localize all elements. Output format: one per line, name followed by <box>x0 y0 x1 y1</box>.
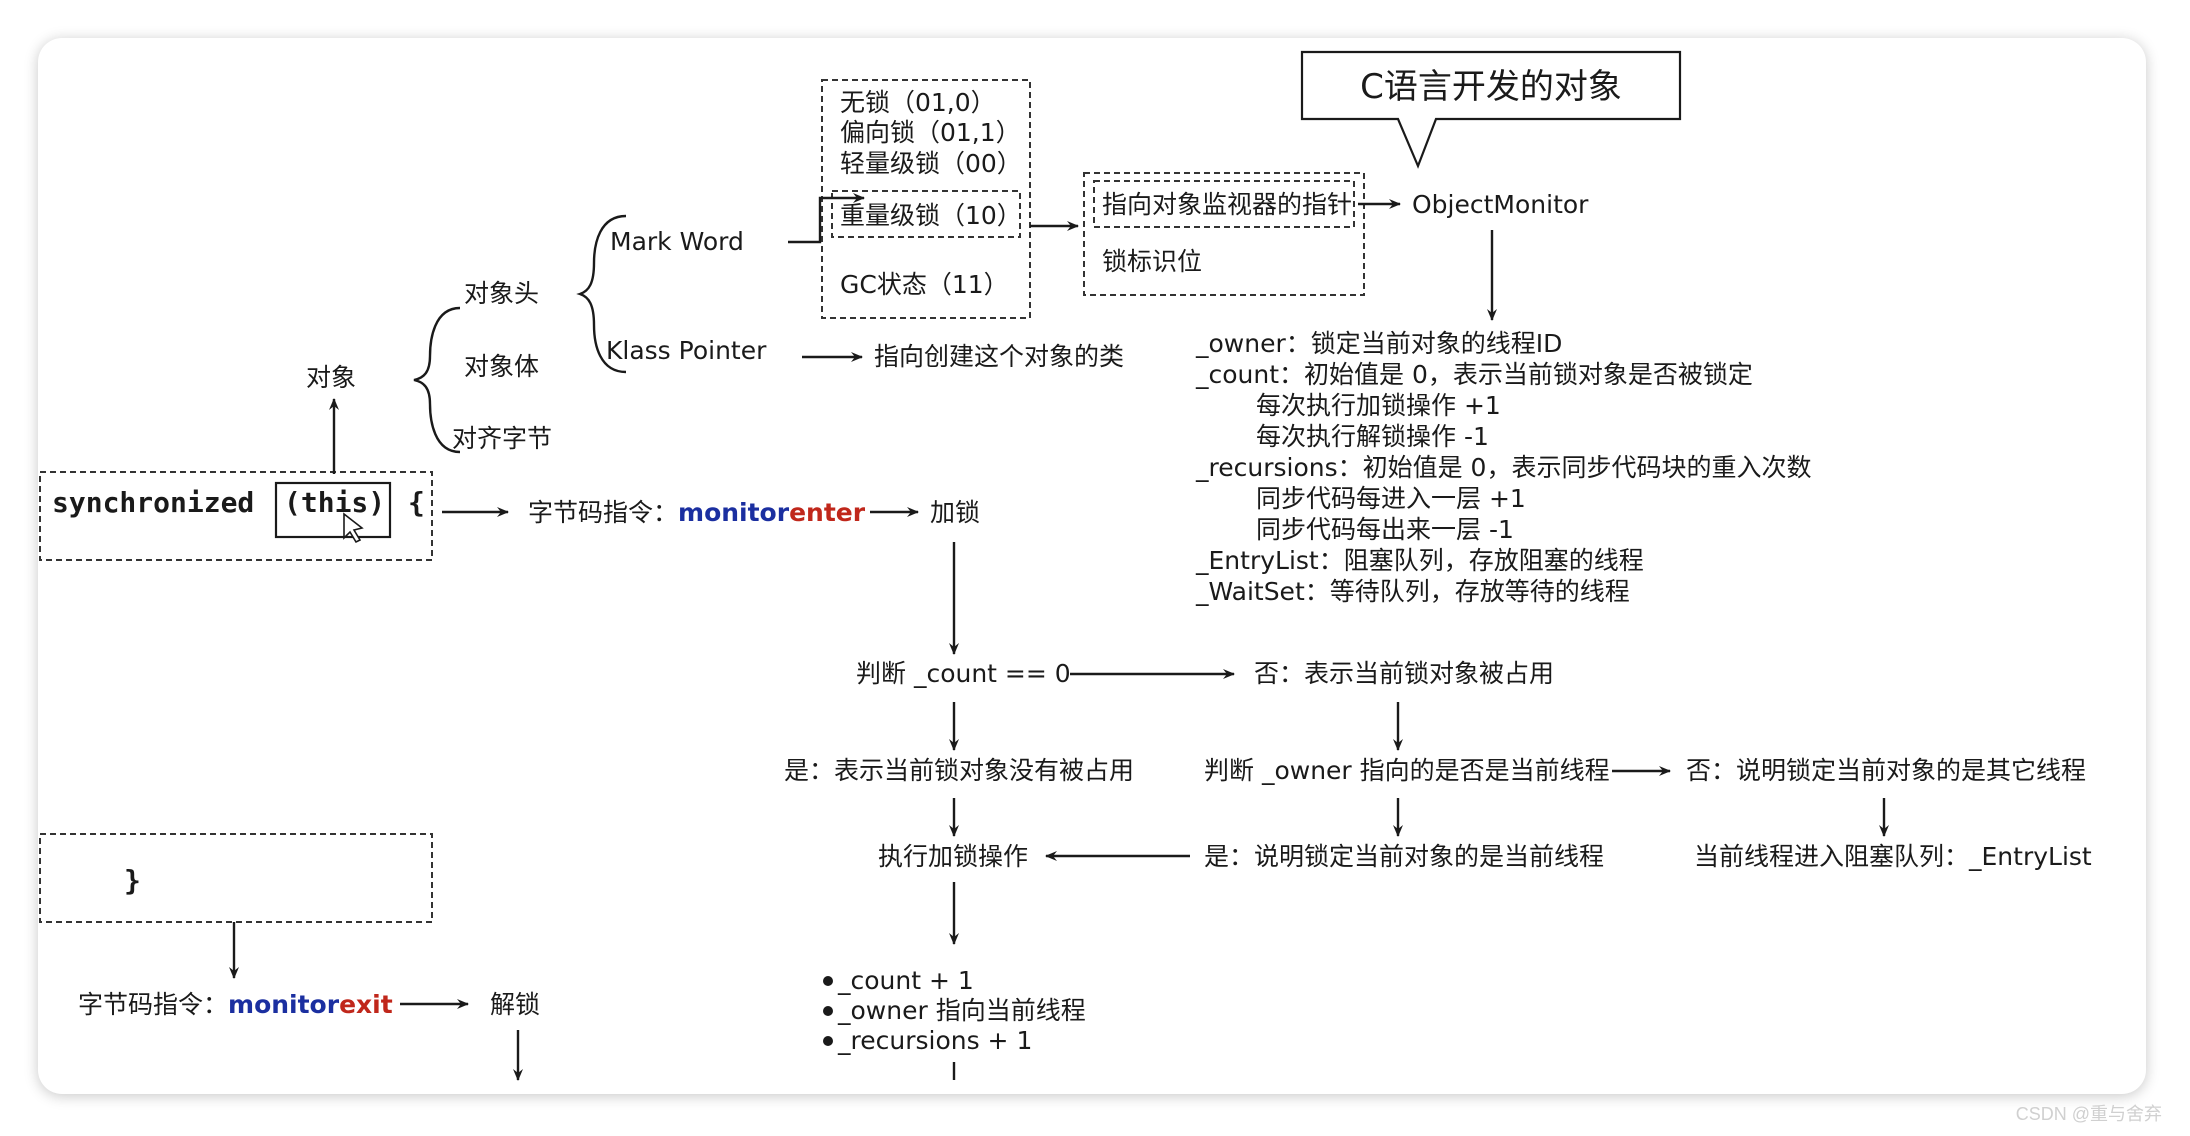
lock-label: 加锁 <box>930 498 980 527</box>
arrow-markword-to-states <box>788 193 865 244</box>
field-entrylist: _EntryList：阻塞队列，存放阻塞的线程 <box>1195 546 1644 575</box>
monitorenter-line: 字节码指令：monitorenter <box>528 498 866 527</box>
count-yes: 是：表示当前锁对象没有被占用 <box>784 756 1134 785</box>
heavy-lock-box <box>831 190 1021 238</box>
monitor-pointer-inner-box <box>1093 180 1355 228</box>
field-recursions: _recursions：初始值是 0，表示同步代码块的重入次数 <box>1195 453 1811 482</box>
field-count-inc: 每次执行加锁操作 +1 <box>1256 391 1501 420</box>
close-brace-box <box>39 833 433 923</box>
lock-state-gc: GC状态（11） <box>840 270 1009 299</box>
lock-bullets: _count + 1 _owner 指向当前线程 _recursions + 1 <box>823 966 1086 1055</box>
callout-text: C语言开发的对象 <box>1360 67 1622 107</box>
bullet-recursions: _recursions + 1 <box>837 1026 1032 1055</box>
judge-count: 判断 _count == 0 <box>856 659 1071 688</box>
bullet-dot <box>823 1006 833 1016</box>
bullet-owner: _owner 指向当前线程 <box>837 996 1086 1025</box>
objectmonitor-label: ObjectMonitor <box>1412 190 1589 219</box>
lock-state-unlocked: 无锁（01,0） <box>840 88 996 117</box>
bullet-count: _count + 1 <box>837 966 974 995</box>
bullet-dot <box>823 1036 833 1046</box>
monitor-fields: _owner：锁定当前对象的线程ID _count：初始值是 0，表示当前锁对象… <box>1195 329 1811 606</box>
tree-object-body: 对象体 <box>464 352 539 381</box>
field-recursions-inc: 同步代码每进入一层 +1 <box>1256 484 1526 513</box>
klass-target-label: 指向创建这个对象的类 <box>874 342 1124 371</box>
synchronized-diagram: C语言开发的对象 无锁（01,0） 偏向锁（01,1） 轻量级锁（00） 重量级… <box>39 50 2092 1081</box>
klass-pointer-label: Klass Pointer <box>606 336 767 365</box>
open-brace: { <box>408 486 425 519</box>
tree-root-object: 对象 <box>306 363 356 392</box>
mark-word-label: Mark Word <box>610 227 744 256</box>
monitor-pointer-box <box>1083 172 1365 296</box>
this-label: (this) <box>284 486 385 519</box>
diagram-card: C语言开发的对象 无锁（01,0） 偏向锁（01,1） 轻量级锁（00） 重量级… <box>38 38 2146 1094</box>
lock-state-lightweight: 轻量级锁（00） <box>840 149 1022 178</box>
enter-kw-enter: enter <box>789 498 866 527</box>
bullet-dot <box>823 976 833 986</box>
monitor-pointer-label: 指向对象监视器的指针 <box>1102 190 1352 219</box>
exit-kw-exit: exit <box>339 990 393 1019</box>
object-brace <box>413 306 461 454</box>
unlock-label: 解锁 <box>490 990 540 1019</box>
count-no: 否：表示当前锁对象被占用 <box>1254 659 1554 688</box>
field-count: _count：初始值是 0，表示当前锁对象是否被锁定 <box>1195 360 1753 389</box>
field-waitset: _WaitSet：等待队列，存放等待的线程 <box>1195 577 1630 606</box>
lock-flag-label: 锁标识位 <box>1102 247 1202 276</box>
owner-yes: 是：说明锁定当前对象的是当前线程 <box>1204 842 1604 871</box>
monitorexit-line: 字节码指令：monitorexit <box>78 990 393 1019</box>
tree-alignment-bytes: 对齐字节 <box>452 424 552 453</box>
mouse-cursor-icon <box>343 512 364 544</box>
this-box <box>274 481 392 539</box>
sync-keyword: synchronized <box>52 486 254 519</box>
close-brace: } <box>124 864 141 897</box>
exit-kw-monitor: monitor <box>228 990 340 1019</box>
watermark: CSDN @重与舍弃 <box>2015 1104 2162 1124</box>
enter-kw-monitor: monitor <box>678 498 790 527</box>
header-brace <box>576 214 627 374</box>
judge-owner: 判断 _owner 指向的是否是当前线程 <box>1204 756 1610 785</box>
lock-state-biased: 偏向锁（01,1） <box>840 118 1021 147</box>
lock-state-heavy: 重量级锁（10） <box>840 201 1022 230</box>
enter-queue: 当前线程进入阻塞队列：_EntryList <box>1694 842 2092 871</box>
field-recursions-dec: 同步代码每出来一层 -1 <box>1256 515 1514 544</box>
field-count-dec: 每次执行解锁操作 -1 <box>1256 422 1489 451</box>
tree-object-header: 对象头 <box>464 279 539 308</box>
owner-no: 否：说明锁定当前对象的是其它线程 <box>1686 756 2086 785</box>
enter-label: 字节码指令： <box>528 498 678 527</box>
callout-bubble: C语言开发的对象 <box>1300 50 1682 169</box>
sync-code-box <box>39 471 433 561</box>
exit-label: 字节码指令： <box>78 990 228 1019</box>
field-owner: _owner：锁定当前对象的线程ID <box>1195 329 1562 358</box>
do-lock: 执行加锁操作 <box>878 842 1028 871</box>
